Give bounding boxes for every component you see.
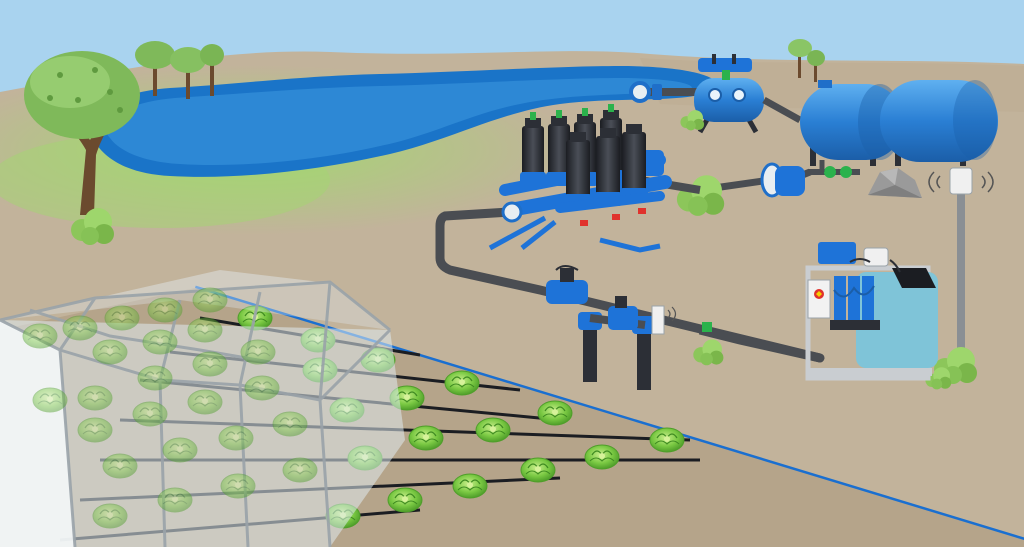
water-tank-icon bbox=[880, 80, 998, 166]
lettuce-plant-icon bbox=[240, 339, 276, 365]
lettuce-plant-icon bbox=[387, 487, 423, 513]
lake-icon bbox=[87, 66, 717, 177]
lettuce-plant-icon bbox=[32, 387, 68, 413]
lettuce-plant-icon bbox=[272, 411, 308, 437]
main-pipe bbox=[435, 207, 825, 363]
lettuce-plant-icon bbox=[218, 425, 254, 451]
lettuce-plant-icon bbox=[452, 473, 488, 499]
lettuce-plant-icon bbox=[77, 417, 113, 443]
lettuce-plant-icon bbox=[282, 457, 318, 483]
lettuce-plant-icon bbox=[187, 317, 223, 343]
lettuce-plant-icon bbox=[77, 385, 113, 411]
tree-icon bbox=[200, 44, 224, 96]
lettuce-plant-icon bbox=[408, 425, 444, 451]
lettuce-plant-icon bbox=[132, 401, 168, 427]
tank-connector-pipe bbox=[762, 96, 802, 124]
tree-icon bbox=[807, 50, 825, 82]
tree-icon bbox=[788, 39, 812, 78]
rock-icon bbox=[868, 168, 922, 198]
lettuce-plant-icon bbox=[137, 365, 173, 391]
lettuce-plant-icon bbox=[220, 473, 256, 499]
lettuce-plant-icon bbox=[92, 339, 128, 365]
lettuce-plant-icon bbox=[537, 400, 573, 426]
lettuce-plant-icon bbox=[584, 444, 620, 470]
solenoid-valve-icon bbox=[578, 296, 712, 390]
check-valve-icon bbox=[808, 166, 860, 178]
tree-icon bbox=[135, 41, 175, 96]
lettuce-plant-icon bbox=[244, 375, 280, 401]
fertigation-controller-icon bbox=[805, 242, 938, 381]
lettuce-plant-icon bbox=[475, 417, 511, 443]
lettuce-plant-icon bbox=[192, 351, 228, 377]
lettuce-plant-icon bbox=[92, 503, 128, 529]
lettuce-plant-icon bbox=[22, 323, 58, 349]
greenhouse-icon bbox=[0, 270, 405, 547]
lettuce-plant-icon bbox=[520, 457, 556, 483]
lettuce-plant-icon bbox=[102, 453, 138, 479]
lettuce-plant-icon bbox=[192, 287, 228, 313]
lettuce-plant-icon bbox=[104, 305, 140, 331]
controller-pipe bbox=[698, 325, 821, 363]
disc-filter-battery-icon bbox=[488, 104, 672, 253]
lettuce-plant-icon bbox=[649, 427, 685, 453]
tree-icon bbox=[170, 47, 206, 99]
tree-icon bbox=[24, 51, 140, 215]
lettuce-plant-icon bbox=[147, 297, 183, 323]
lettuce-plant-icon bbox=[162, 437, 198, 463]
flow-meter-icon bbox=[546, 265, 588, 304]
wireless-sensor-icon bbox=[928, 167, 994, 350]
lettuce-plant-icon bbox=[142, 329, 178, 355]
intake-pipe bbox=[629, 81, 700, 103]
lettuce-plant-icon bbox=[187, 389, 223, 415]
lettuce-plant-icon bbox=[444, 370, 480, 396]
lettuce-plant-icon bbox=[157, 487, 193, 513]
lettuce-plant-icon bbox=[62, 315, 98, 341]
